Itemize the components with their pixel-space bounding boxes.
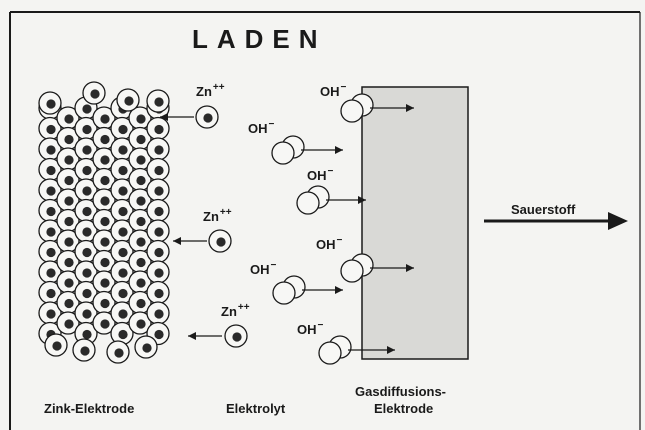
zinc-atom [92,126,116,151]
hydroxide-ion-arrow [326,196,366,204]
zinc-atom [146,301,170,325]
zinc-atom [92,249,116,274]
zinc-atom [56,126,80,151]
gas-electrode-label-line1: Gasdiffusions- [355,384,447,399]
hydroxide-ions [271,93,414,365]
zinc-atom [134,335,158,359]
zinc-atom [38,219,62,243]
zinc-atom [146,260,170,284]
zinc-atom [92,188,116,212]
zinc-atom [128,106,152,130]
hydroxide-ion-label: OH− [316,235,343,252]
zinc-atom [146,157,170,182]
zinc-atom [128,188,152,212]
zinc-atom [110,198,134,223]
zinc-atom [128,147,152,171]
zinc-atom [146,137,170,161]
zinc-ion-arrow [160,113,194,121]
zinc-atom [56,311,80,335]
hydroxide-ion [296,185,366,215]
zinc-atom [146,116,170,141]
zinc-atom [92,311,116,335]
zinc-atom [92,147,116,171]
zinc-atom [146,219,170,243]
zinc-atom [110,219,134,243]
zinc-atom [146,198,170,223]
zinc-atom [56,188,80,212]
zinc-atom [82,81,106,105]
zinc-atom [146,239,170,264]
hydroxide-ion-arrow [370,264,414,272]
hydroxide-ion [340,93,414,123]
zinc-atom [74,280,98,305]
zinc-atom [44,333,68,357]
electrolyte-label: Elektrolyt [226,401,286,416]
hydroxide-ion [272,275,343,305]
zinc-atom [128,311,152,335]
zinc-ion-arrow [188,332,222,340]
zinc-atom [74,219,98,243]
zinc-atom [72,338,96,362]
gas-electrode-label-line2: Elektrode [374,401,434,416]
zinc-atom [128,290,152,315]
zinc-atom [56,167,80,192]
zinc-atom [110,137,134,161]
zinc-atom [38,239,62,264]
zinc-ion-arrow [173,237,207,245]
zinc-atom [74,157,98,182]
zinc-ions [160,105,248,348]
zinc-atom [38,116,62,141]
hydroxide-ion-arrow [370,104,414,112]
hydroxide-ion-label: OH− [250,260,277,277]
hydroxide-ion-label: OH− [297,320,324,337]
hydroxide-ion-label: OH− [248,119,275,136]
hydroxide-ion-label: OH− [320,82,347,99]
zinc-atom [106,340,130,364]
zinc-atom [38,301,62,325]
zinc-ion [208,229,232,253]
zinc-atom [56,208,80,233]
zinc-ion [195,105,219,129]
zinc-ion [224,324,248,348]
zinc-atom [128,270,152,294]
diagram-title: LADEN [192,24,327,54]
zinc-atom [38,157,62,182]
zinc-ion-label: Zn++ [203,207,232,224]
zinc-ion-label: Zn++ [196,82,225,99]
zinc-atom [146,178,170,202]
gas-diffusion-electrode [361,86,469,360]
zinc-atom [56,290,80,315]
zinc-atom [38,137,62,161]
zinc-atom [38,198,62,223]
hydroxide-ion [340,253,414,283]
zinc-atom [146,89,170,113]
zinc-atom [38,260,62,284]
hydroxide-ion-arrow [301,146,343,154]
zinc-atom [116,88,140,112]
zinc-atom [38,91,62,115]
oxygen-label: Sauerstoff [511,202,576,217]
zinc-atom [74,116,98,141]
hydroxide-ion-arrow [302,286,343,294]
zinc-atom [38,280,62,305]
hydroxide-ion [318,335,395,365]
hydroxide-ion-label: OH− [307,166,334,183]
zinc-electrode-label: Zink-Elektrode [44,401,135,416]
zinc-ion-label: Zn++ [221,302,250,319]
zinc-atom [110,321,134,346]
oxygen-arrow [484,212,628,230]
hydroxide-ion-arrow [348,346,395,354]
zinc-atom [74,198,98,223]
zinc-atom [146,280,170,305]
zinc-atom [92,270,116,294]
zinc-electrode-spheres [38,81,170,364]
hydroxide-ion [271,135,343,165]
zinc-atom [128,126,152,151]
